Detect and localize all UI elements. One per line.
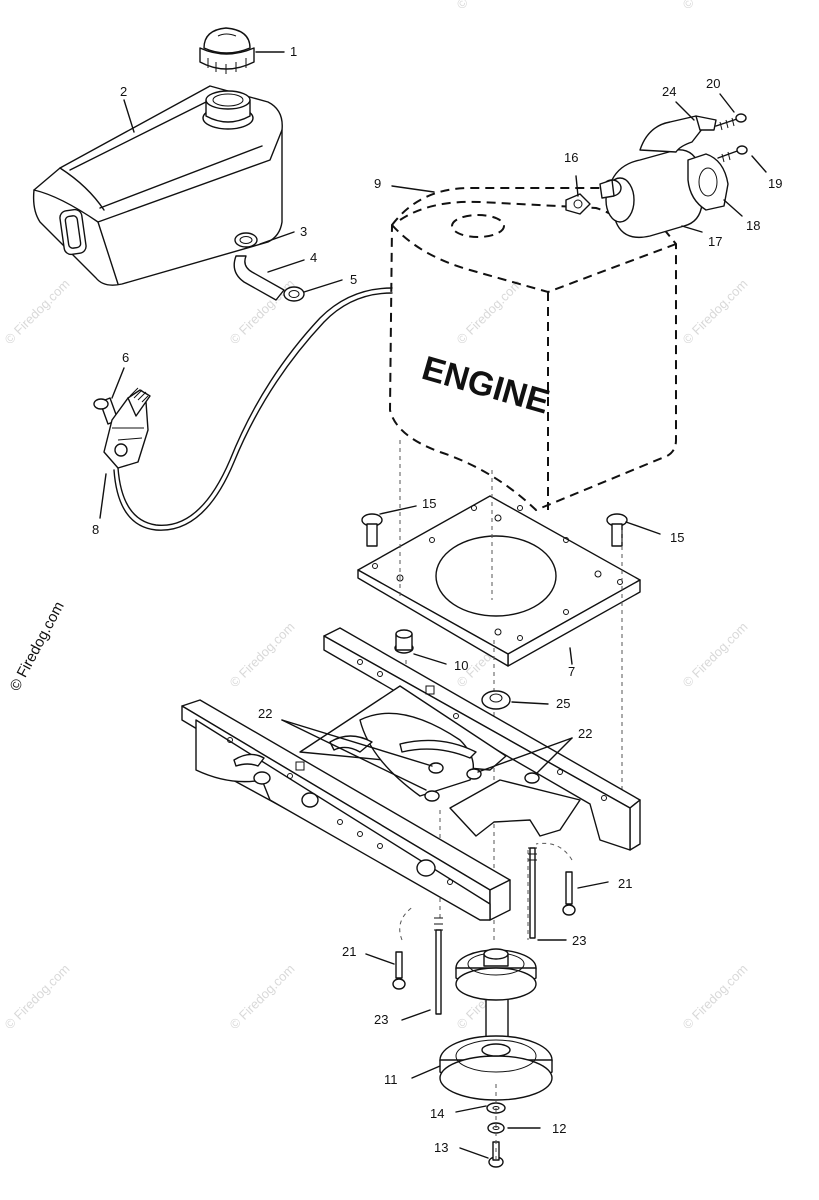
callout-18: 18 [746, 218, 760, 233]
engine-label: ENGINE [418, 349, 554, 421]
callout-22-left: 22 [258, 706, 272, 721]
leader-lines [99, 51, 767, 1159]
watermark: © Firedog.com [454, 276, 525, 347]
callout-15-right: 15 [670, 530, 684, 545]
callout-13: 13 [434, 1140, 448, 1155]
bolt-13 [488, 1141, 504, 1168]
watermark: © Firedog.com [680, 619, 751, 690]
bushing [481, 690, 511, 710]
callout-5: 5 [350, 272, 357, 287]
callout-24: 24 [662, 84, 676, 99]
copyright-text: © Firedog.com [7, 599, 68, 694]
callout-16: 16 [564, 150, 578, 165]
bolt-21-right [562, 871, 576, 916]
callout-23-right: 23 [572, 933, 586, 948]
tractor-frame [181, 627, 641, 921]
callout-20: 20 [706, 76, 720, 91]
watermark: © Firedog.com [2, 276, 73, 347]
callout-21-right: 21 [618, 876, 632, 891]
fuel-tank [32, 85, 283, 286]
bolt-right [606, 513, 628, 547]
watermark: © Firedog.com [227, 619, 298, 690]
callout-25: 25 [556, 696, 570, 711]
pulley-assembly [439, 948, 553, 1101]
callout-4: 4 [310, 250, 317, 265]
rod-23-right [528, 847, 537, 939]
watermark: © Firedog.com [680, 961, 751, 1032]
watermark: © Firedog.com [680, 0, 751, 12]
callout-3: 3 [300, 224, 307, 239]
watermark: © Firedog.com [2, 961, 73, 1032]
watermark: © Firedog.com [227, 961, 298, 1032]
muffler-assembly [565, 113, 748, 239]
callout-12: 12 [552, 1121, 566, 1136]
callout-21-left: 21 [342, 944, 356, 959]
callout-10: 10 [454, 658, 468, 673]
bolt-left [361, 513, 383, 547]
callout-6: 6 [122, 350, 129, 365]
callout-19: 19 [768, 176, 782, 191]
callout-23-left: 23 [374, 1012, 388, 1027]
callout-1: 1 [290, 44, 297, 59]
spacer-nut [394, 629, 414, 654]
callout-17: 17 [708, 234, 722, 249]
bolt-21-left [392, 951, 406, 990]
watermark: © Firedog.com [454, 0, 525, 12]
fuel-hose [233, 232, 305, 302]
callout-labels: 1 2 3 4 5 6 7 8 9 10 11 12 13 14 15 15 1… [92, 44, 782, 1155]
callout-8: 8 [92, 522, 99, 537]
callout-22-right: 22 [578, 726, 592, 741]
callout-14: 14 [430, 1106, 444, 1121]
callout-15-left: 15 [422, 496, 436, 511]
watermark: © Firedog.com [680, 276, 751, 347]
callout-11: 11 [384, 1072, 398, 1087]
throttle-cable [117, 287, 393, 526]
callout-7: 7 [568, 664, 575, 679]
fuel-cap [199, 27, 255, 74]
callout-2: 2 [120, 84, 127, 99]
throttle-control [93, 387, 151, 469]
callout-9: 9 [374, 176, 381, 191]
rod-23-left [434, 917, 443, 1015]
mounting-plate [357, 495, 641, 667]
